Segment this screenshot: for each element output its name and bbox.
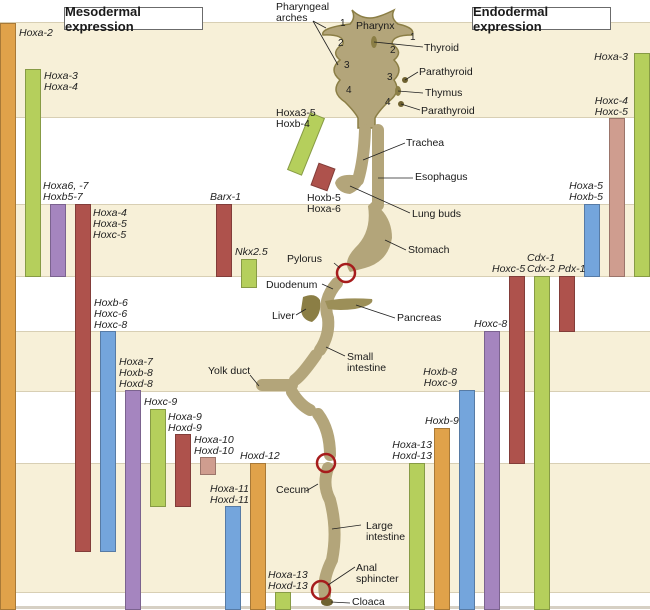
arch-number-right-2: 2 xyxy=(390,45,396,56)
label-thyroid: Thyroid xyxy=(424,42,460,54)
bar-barx-1 xyxy=(216,204,232,277)
arch-number-left-1: 1 xyxy=(340,18,346,29)
gene-label-cdx-1-2: Cdx-1 Cdx-2 xyxy=(527,252,556,275)
bar-hoxb-6-hoxc-6-8 xyxy=(100,331,116,552)
intestine-loop-upper xyxy=(289,349,322,386)
gene-label-hoxa-9-hoxd-9: Hoxa-9 Hoxd-9 xyxy=(168,411,202,434)
gene-label-hoxa-7-hoxb-8-hoxd-8: Hoxa-7 Hoxb-8 Hoxd-8 xyxy=(119,356,153,390)
label-anal-sphincter: Anal sphincter xyxy=(356,562,399,585)
label-yolk-duct: Yolk duct xyxy=(208,365,251,377)
gene-label-nkx2-5: Nkx2.5 xyxy=(235,246,268,258)
bar-hoxc-4-5 xyxy=(609,118,625,277)
bar-hoxa-3-endo xyxy=(634,53,650,277)
label-duodenum: Duodenum xyxy=(266,279,318,291)
label-lung-buds: Lung buds xyxy=(412,208,462,220)
label-liver: Liver xyxy=(272,310,295,322)
gene-label-hoxa-4-5-hoxc-5: Hoxa-4 Hoxa-5 Hoxc-5 xyxy=(93,207,127,241)
gene-label-hoxa6-7-hoxb5-7: Hoxa6, -7 Hoxb5-7 xyxy=(43,180,89,203)
label-trachea: Trachea xyxy=(406,137,445,149)
gene-label-barx-1: Barx-1 xyxy=(210,191,241,203)
label-pharynx: Pharynx xyxy=(356,20,395,32)
bar-hoxa-13-hoxd-13-meso xyxy=(275,592,291,610)
gene-label-hoxb-6-hoxc-6-8: Hoxb-6 Hoxc-6 Hoxc-8 xyxy=(94,297,128,331)
band-pharyngeal xyxy=(0,22,650,118)
label-pancreas: Pancreas xyxy=(397,312,442,324)
label-small-intestine: Small intestine xyxy=(347,351,387,374)
anal-sphincter-ring xyxy=(310,579,332,601)
stomach-shape xyxy=(346,202,392,272)
pylorus-ring xyxy=(335,262,357,284)
intestine-mid xyxy=(312,408,336,461)
liver-shape xyxy=(301,295,321,322)
label-thymus: Thymus xyxy=(425,87,463,99)
bar-hoxa-2 xyxy=(0,23,16,610)
arch-number-right-1: 1 xyxy=(410,32,416,43)
label-esophagus: Esophagus xyxy=(415,171,468,183)
gene-label-hoxa-13-hoxd-13-endo: Hoxa-13 Hoxd-13 xyxy=(392,439,432,462)
label-large-intestine: Large intestine xyxy=(366,520,406,543)
gene-label-hoxa-5-hoxb-5-endo: Hoxa-5 Hoxb-5 xyxy=(569,180,603,203)
label-pylorus: Pylorus xyxy=(287,253,323,265)
gene-label-hoxb-8-hoxc-9-endo: Hoxb-8 Hoxc-9 xyxy=(423,366,457,389)
gene-label-hoxc-5-endo: Hoxc-5 xyxy=(492,263,526,275)
bar-nkx2-5 xyxy=(241,259,257,288)
arch-number-left-4: 4 xyxy=(346,85,352,96)
bar-hoxb-9-endo xyxy=(434,428,450,610)
gene-label-hoxc-8-endo: Hoxc-8 xyxy=(474,318,508,330)
bar-hoxa-3-4 xyxy=(25,69,41,277)
endodermal-header: Endodermal expression xyxy=(472,4,611,34)
bar-hoxa-9-hoxd-9 xyxy=(175,434,191,507)
bar-hoxa-7-hoxb-8-hoxd-8 xyxy=(125,390,141,610)
bar-hoxa-11-hoxd-11 xyxy=(225,506,241,610)
cloaca-dot xyxy=(321,598,333,606)
label-pharyngeal-arches: Pharyngeal arches xyxy=(276,1,330,24)
large-intestine-path xyxy=(318,462,341,601)
bar-pdx-1 xyxy=(559,276,575,332)
arch-number-left-3: 3 xyxy=(344,60,350,71)
bar-hoxc-5-endo xyxy=(509,276,525,464)
bar-cdx-1-2 xyxy=(534,276,550,610)
bar-hoxa-5-hoxb-5-endo xyxy=(584,204,600,277)
bar-hoxa-13-hoxd-13-endo xyxy=(409,463,425,610)
bar-hoxd-12 xyxy=(250,463,266,610)
bottom-rule xyxy=(0,606,650,609)
bar-hoxb-8-hoxc-9-endo xyxy=(459,390,475,610)
label-cloaca: Cloaca xyxy=(352,596,385,608)
label-cecum: Cecum xyxy=(276,484,310,496)
gene-label-hoxc-4-5: Hoxc-4 Hoxc-5 xyxy=(594,95,628,118)
pharynx-shape xyxy=(322,8,414,129)
gene-label-hoxa3-5-hoxb-4: Hoxa3-5 Hoxb-4 xyxy=(276,107,316,130)
bar-hoxa-4-5-hoxc-5 xyxy=(75,204,91,552)
label-parathyroid-upper: Parathyroid xyxy=(419,66,473,78)
arch-number-left-2: 2 xyxy=(338,38,344,49)
mesodermal-header: Mesodermal expression xyxy=(64,4,203,34)
gene-label-hoxa-3-endo: Hoxa-3 xyxy=(594,51,628,63)
gene-label-hoxa-11-hoxd-11: Hoxa-11 Hoxd-11 xyxy=(210,483,249,506)
arch-number-right-4: 4 xyxy=(385,97,391,108)
bar-hoxa-10-hoxd-10 xyxy=(200,457,216,475)
bar-hoxc-8-endo xyxy=(484,331,500,610)
pancreas-shape xyxy=(325,298,373,310)
arch-number-right-3: 3 xyxy=(387,72,393,83)
gene-label-hoxd-12: Hoxd-12 xyxy=(240,450,280,462)
gene-label-hoxa-13-hoxd-13-meso: Hoxa-13 Hoxd-13 xyxy=(268,569,308,592)
trachea-path xyxy=(352,124,371,186)
gene-label-hoxa-3-4: Hoxa-3 Hoxa-4 xyxy=(44,70,78,93)
bar-hoxa6-7-hoxb5-7 xyxy=(50,204,66,277)
label-parathyroid-lower: Parathyroid xyxy=(421,105,475,117)
gene-label-hoxc-9: Hoxc-9 xyxy=(144,396,178,408)
gene-label-pdx-1: Pdx-1 xyxy=(558,263,586,275)
label-stomach: Stomach xyxy=(408,244,450,256)
bar-hoxc-9 xyxy=(150,409,166,507)
intestine-loop-lower xyxy=(286,386,316,416)
gene-label-hoxb-5-hoxa-6: Hoxb-5 Hoxa-6 xyxy=(307,192,341,215)
band-stomach xyxy=(0,204,650,277)
small-intestine-path xyxy=(314,277,343,356)
cecum-ring xyxy=(315,452,337,474)
gene-label-hoxa-10-hoxd-10: Hoxa-10 Hoxd-10 xyxy=(194,434,234,457)
gene-label-hoxb-9-endo: Hoxb-9 xyxy=(425,415,459,427)
gene-label-hoxa-2: Hoxa-2 xyxy=(19,27,53,39)
